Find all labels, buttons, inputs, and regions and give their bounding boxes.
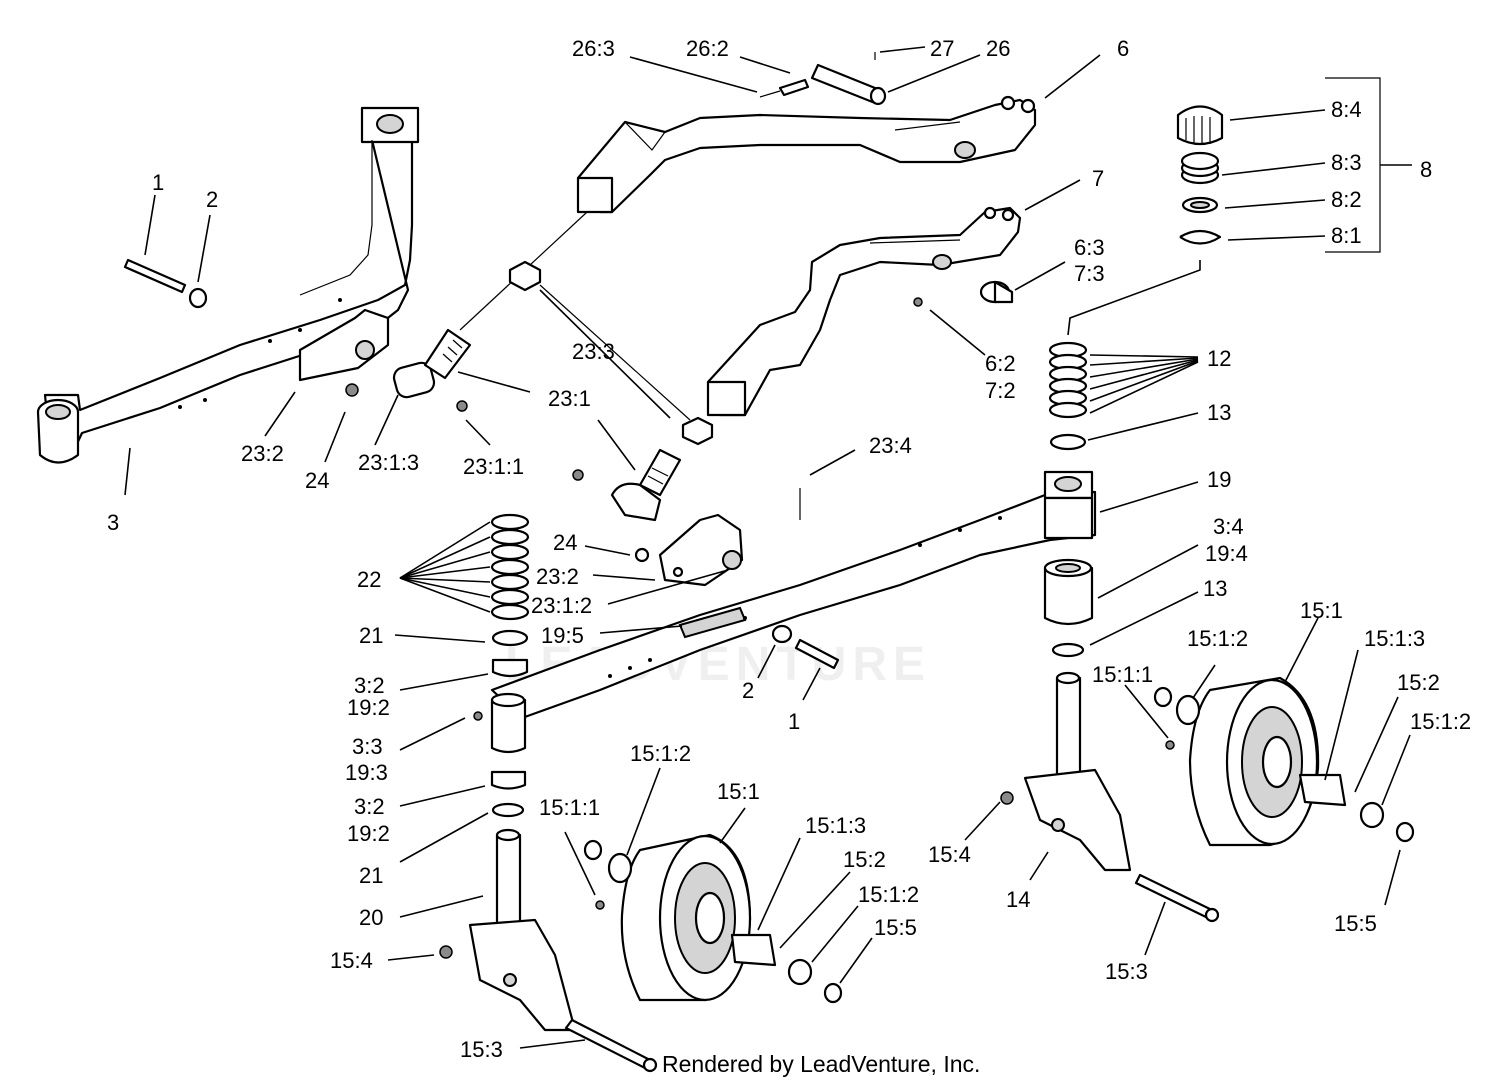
callout-21-upper: 21	[359, 623, 383, 648]
callout-3: 3	[107, 510, 119, 535]
callout-15-3-left: 15:3	[460, 1037, 503, 1062]
washer-part-13-upper	[1049, 433, 1087, 451]
callout-19-4: 19:4	[1205, 541, 1248, 566]
tie-rod-end-upper	[392, 328, 472, 412]
callout-15-1-1-left: 15:1:1	[539, 795, 600, 820]
arm-part-6	[576, 95, 1037, 214]
spring-part-12	[1048, 341, 1088, 419]
callout-13-lower: 13	[1203, 576, 1227, 601]
callout-23-1-2: 23:1:2	[531, 593, 592, 618]
callout-15-1-3-right: 15:1:3	[1364, 626, 1425, 651]
callout-19-3: 19:3	[345, 760, 388, 785]
callout-15-2-left: 15:2	[843, 847, 886, 872]
callout-8: 8	[1420, 157, 1432, 182]
crossbar-part-19	[490, 470, 1097, 720]
arm-part-7	[706, 206, 1022, 417]
callout-20: 20	[359, 905, 383, 930]
callout-3-2-upper: 3:2	[354, 673, 385, 698]
callout-15-2-right: 15:2	[1397, 670, 1440, 695]
callout-6-3: 6:3	[1074, 235, 1105, 260]
wheel-part-15-1-right	[1153, 676, 1415, 847]
wheel-part-15-1-left	[583, 833, 843, 1004]
callout-15-4-left: 15:4	[330, 948, 373, 973]
callout-2-lower: 2	[742, 678, 754, 703]
callout-23-2-lower: 23:2	[536, 564, 579, 589]
callout-23-2-upper: 23:2	[241, 441, 284, 466]
callout-27: 27	[930, 36, 954, 61]
callout-15-1-left: 15:1	[717, 779, 760, 804]
callout-26-2: 26:2	[686, 36, 729, 61]
washer-part-21-lower	[491, 802, 525, 818]
callout-8-1: 8:1	[1331, 223, 1362, 248]
callout-19: 19	[1207, 467, 1231, 492]
callout-8-4: 8:4	[1331, 97, 1362, 122]
leader-lines	[124, 46, 1412, 1049]
callout-15-1-2-left-b: 15:1:2	[858, 882, 919, 907]
callout-6: 6	[1117, 36, 1129, 61]
callout-15-1-right: 15:1	[1300, 598, 1343, 623]
callout-26-3: 26:3	[572, 36, 615, 61]
callout-13-upper: 13	[1207, 400, 1231, 425]
callout-21-lower: 21	[359, 863, 383, 888]
bushing-part-3-4	[1043, 558, 1094, 626]
axle-arm-part-3	[36, 106, 420, 464]
bolt-part-1-upper	[123, 258, 208, 309]
callout-23-4: 23:4	[869, 433, 912, 458]
callout-15-1-2-right-a: 15:1:2	[1187, 626, 1248, 651]
cap-assembly-part-8	[1176, 105, 1224, 245]
pin-part-26	[759, 52, 887, 106]
spring-part-22	[490, 513, 530, 621]
callout-3-3: 3:3	[352, 734, 383, 759]
callout-15-3-right: 15:3	[1105, 959, 1148, 984]
callout-8-2: 8:2	[1331, 187, 1362, 212]
callout-labels: 26:3 26:2 27 26 6 8:4 8:3 8 8:2 8:1 7 1 …	[107, 36, 1471, 1062]
callout-14: 14	[1006, 887, 1030, 912]
callout-12: 12	[1207, 346, 1231, 371]
nut-part-23-3	[508, 260, 714, 446]
bolt-part-1-lower	[771, 624, 840, 670]
callout-6-2: 6:2	[985, 351, 1016, 376]
callout-1-lower: 1	[788, 709, 800, 734]
callout-15-1-2-right-b: 15:1:2	[1410, 709, 1471, 734]
callout-15-1-1-right: 15:1:1	[1092, 662, 1153, 687]
callout-19-5: 19:5	[541, 623, 584, 648]
callout-19-2-upper: 19:2	[347, 695, 390, 720]
callout-22: 22	[357, 567, 381, 592]
washer-part-21-upper	[491, 629, 529, 647]
rendered-by-credit: Rendered by LeadVenture, Inc.	[662, 1051, 980, 1077]
callout-23-3: 23:3	[572, 339, 615, 364]
tie-rod-end-lower	[572, 448, 801, 522]
callout-23-1-3: 23:1:3	[358, 450, 419, 475]
callout-23-1: 23:1	[548, 386, 591, 411]
callout-15-5-left: 15:5	[874, 915, 917, 940]
washer-part-13-lower	[1051, 642, 1085, 658]
callout-7: 7	[1092, 166, 1104, 191]
callout-24-upper: 24	[305, 468, 329, 493]
bushing-part-6-3	[979, 280, 1014, 304]
callout-3-2-lower: 3:2	[354, 794, 385, 819]
callout-24-lower: 24	[553, 530, 577, 555]
callout-26: 26	[986, 36, 1010, 61]
sleeve-part-3-3	[473, 692, 527, 754]
callout-15-1-2-left-a: 15:1:2	[630, 741, 691, 766]
callout-2-upper: 2	[206, 187, 218, 212]
callout-7-2: 7:2	[985, 378, 1016, 403]
callout-15-1-3-left: 15:1:3	[805, 813, 866, 838]
callout-3-4: 3:4	[1213, 514, 1244, 539]
callout-15-4-right: 15:4	[928, 842, 971, 867]
caster-fork-part-20	[439, 828, 658, 1073]
bracket-part-23-2-left	[298, 308, 390, 397]
bushing-part-3-2-upper	[491, 658, 529, 678]
callout-19-2-lower: 19:2	[347, 821, 390, 846]
callout-8-3: 8:3	[1331, 150, 1362, 175]
bracket-part-23-2-lower	[634, 513, 744, 587]
callout-23-1-1: 23:1:1	[463, 454, 524, 479]
callout-1-upper: 1	[152, 170, 164, 195]
caster-fork-part-14	[1000, 671, 1220, 923]
callout-7-3: 7:3	[1074, 261, 1105, 286]
callout-15-5-right: 15:5	[1334, 911, 1377, 936]
bushing-part-3-2-lower	[490, 770, 527, 790]
